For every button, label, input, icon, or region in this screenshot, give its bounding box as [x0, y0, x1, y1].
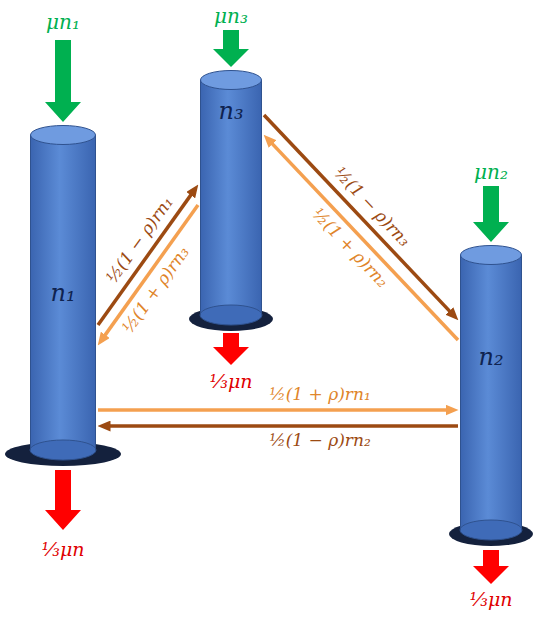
- outflow-arrow: [45, 470, 81, 530]
- stock-cylinder: n₁: [30, 125, 96, 460]
- cylinder-bottom: [30, 440, 96, 460]
- cylinder-body: [200, 80, 262, 315]
- flow-label: ⅓μn: [209, 371, 252, 393]
- flow-label: ⅓μn: [469, 589, 512, 611]
- flow-label: μn₂: [474, 161, 508, 184]
- flow-label-holder: ⅓μn: [209, 371, 252, 393]
- stock-cylinder: n₂: [460, 245, 522, 540]
- inflow-arrow: [473, 186, 509, 242]
- stock-label: n₁: [30, 279, 96, 307]
- cylinder-side: [95, 135, 96, 450]
- flow-label-holder: ⅓μn: [469, 589, 512, 611]
- flow-label: ⅓μn: [41, 539, 84, 561]
- flow-label: μn₁: [46, 11, 80, 34]
- cylinder-bottom: [200, 305, 262, 325]
- cylinder-top: [31, 126, 96, 145]
- cylinder-top: [461, 246, 522, 265]
- rate-label: ½(1 + ρ)rn₁: [269, 385, 371, 405]
- cylinder-top: [201, 71, 262, 90]
- stock-label: n₂: [460, 343, 522, 371]
- cylinder-shape: [460, 245, 522, 540]
- flow-label-holder: μn₃: [214, 5, 248, 28]
- inflow-arrows: [45, 30, 509, 242]
- outflow-arrow: [213, 333, 249, 365]
- cylinder-side: [521, 255, 522, 530]
- flow-label-holder: μn₁: [46, 11, 80, 34]
- cylinder-body: [460, 255, 522, 530]
- rate-label: ½(1 − ρ)rn₂: [269, 431, 371, 451]
- flow-label-holder: ⅓μn: [41, 539, 84, 561]
- flow-label: μn₃: [214, 5, 248, 28]
- stock-cylinder: n₃: [200, 70, 262, 325]
- cylinder-body: [30, 135, 96, 450]
- rate-label-holder: ½(1 − ρ)rn₂: [269, 431, 371, 451]
- outflow-arrow: [473, 550, 509, 584]
- inflow-arrow: [45, 40, 81, 122]
- flow-arrow: [98, 408, 452, 412]
- cylinder-side: [460, 255, 461, 530]
- flow-arrow: [104, 424, 458, 428]
- rate-label-holder: ½(1 + ρ)rn₁: [269, 385, 371, 405]
- cylinder-side: [30, 135, 31, 450]
- inflow-arrow: [213, 30, 249, 67]
- flow-label-holder: μn₂: [474, 161, 508, 184]
- flow-arrow: [268, 139, 458, 340]
- flow-arrow: [264, 115, 454, 316]
- cylinder-bottom: [460, 520, 522, 540]
- cylinder-side: [200, 80, 201, 315]
- cylinder-side: [261, 80, 262, 315]
- stock-label: n₃: [200, 97, 262, 125]
